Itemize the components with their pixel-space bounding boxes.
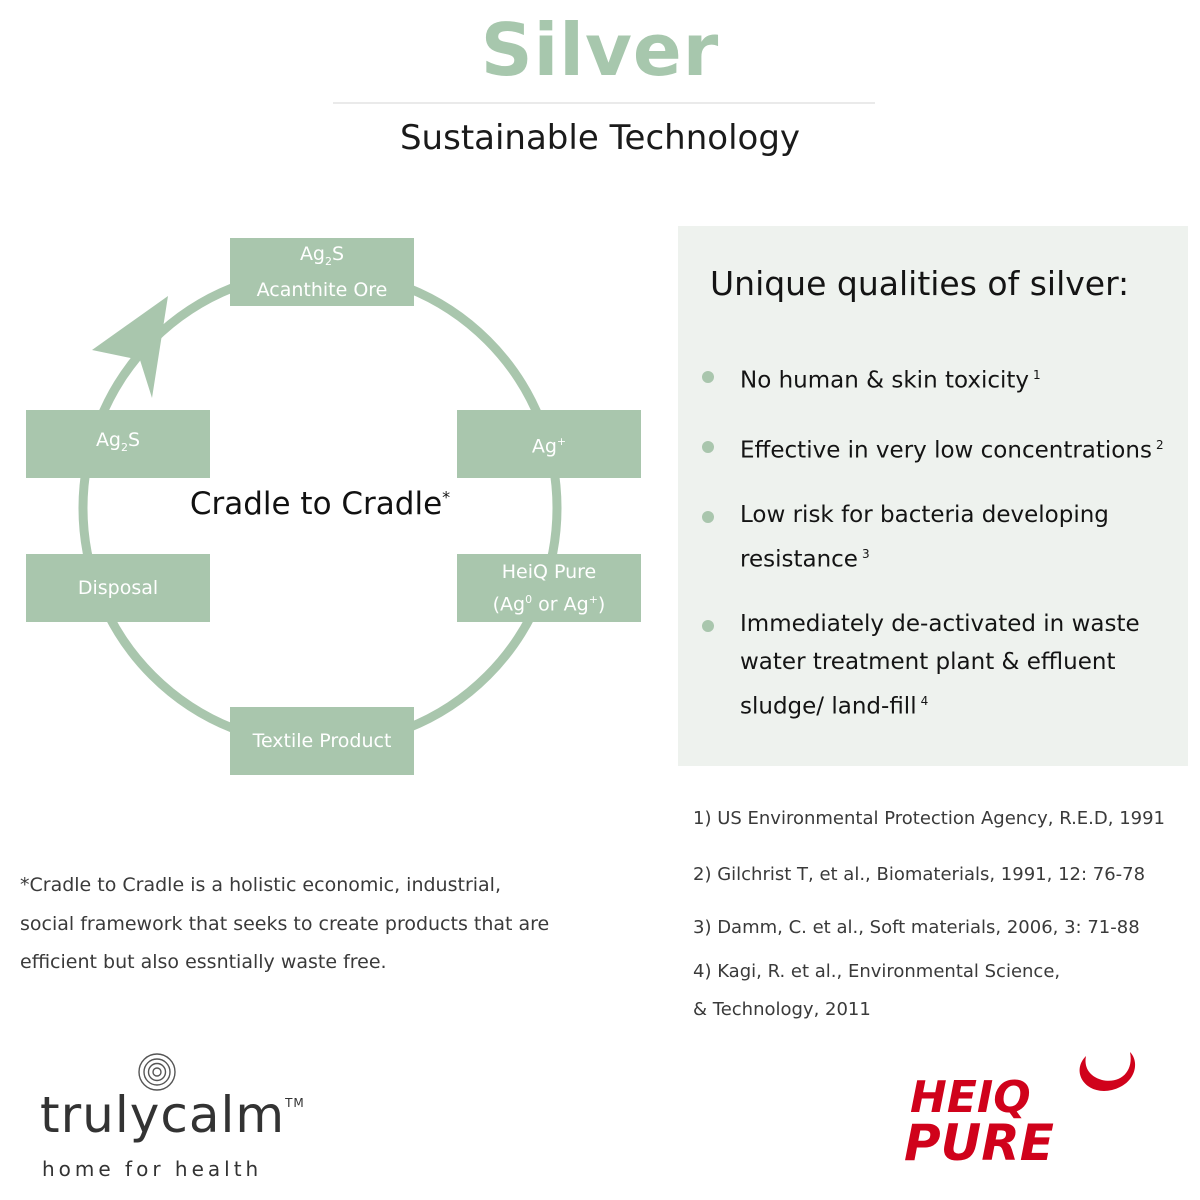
cradle-footnote: *Cradle to Cradle is a holistic economic…: [20, 874, 550, 973]
title-divider: [333, 102, 875, 104]
bullet-dot-icon: [702, 441, 714, 454]
node-textile-product: Textile Product: [230, 707, 414, 775]
concentric-circles-icon: [138, 1053, 176, 1091]
list-item: Low risk for bacteria developing resista…: [700, 496, 1140, 579]
reference-item: & Technology, 2011: [693, 999, 871, 1020]
heiq-pure-logo: HEIQ PURE: [904, 1052, 1136, 1170]
node-acanthite-ore: Ag2S Acanthite Ore: [230, 238, 414, 306]
bullet-dot-icon: [702, 619, 714, 632]
arrow-head-icon: [92, 296, 168, 398]
node-ag-ion: Ag+: [457, 410, 641, 478]
crescent-icon: [1079, 1052, 1136, 1091]
qualities-panel: Unique qualities of silver: No human & s…: [678, 226, 1188, 766]
node-heiq-pure: HeiQ Pure (Ag0 or Ag+): [457, 554, 641, 622]
bullet-dot-icon: [702, 511, 714, 524]
reference-item: 4) Kagi, R. et al., Environmental Scienc…: [693, 961, 1061, 982]
trulycalm-logo: trulycalmTM: [40, 1086, 305, 1144]
cycle-center-label: Cradle to Cradle*: [189, 486, 451, 522]
reference-item: 1) US Environmental Protection Agency, R…: [693, 808, 1165, 829]
node-ag2s: Ag2S: [26, 410, 210, 478]
trulycalm-tagline: home for health: [42, 1157, 263, 1181]
svg-text:PURE: PURE: [904, 1114, 1054, 1170]
page-subtitle: Sustainable Technology: [399, 118, 801, 158]
page-title: Silver: [480, 8, 720, 92]
reference-item: 2) Gilchrist T, et al., Biomaterials, 19…: [693, 864, 1146, 885]
qualities-heading: Unique qualities of silver:: [710, 264, 1130, 303]
reference-item: 3) Damm, C. et al., Soft materials, 2006…: [693, 917, 1140, 938]
bullet-dot-icon: [702, 371, 714, 383]
list-item: Immediately de-activated in waste water …: [700, 605, 1180, 726]
node-disposal: Disposal: [26, 554, 210, 622]
svg-text:HEIQ: HEIQ: [910, 1072, 1031, 1123]
